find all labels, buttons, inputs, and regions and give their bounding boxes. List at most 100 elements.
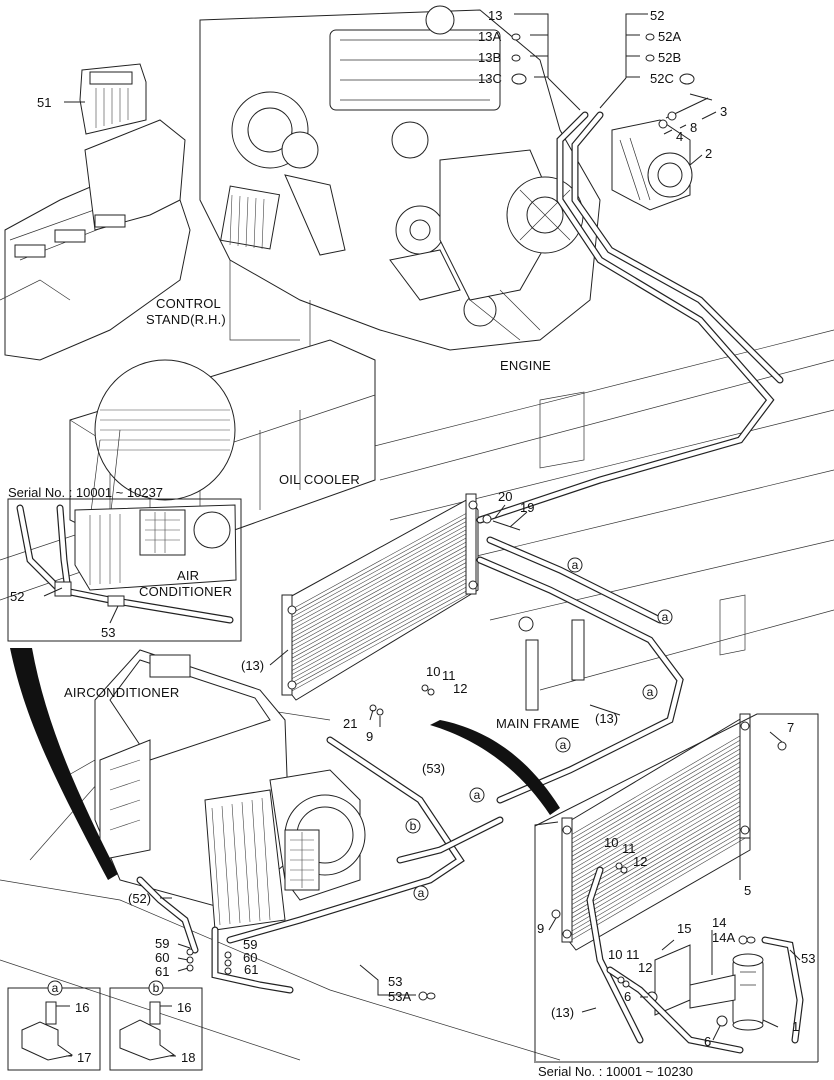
callout-21: 21 [343,716,357,731]
callout-10c: 10 [608,947,622,962]
callout-8: 8 [690,120,697,135]
callout-13-paren-bottom: (13) [551,1005,574,1020]
clamp-marker-b-circle [148,980,164,996]
clamp-marker-a-circle [469,787,485,803]
callout-6a: 6 [624,989,631,1004]
callout-11b: 11 [622,841,636,856]
clamp-detail-b [109,987,203,1071]
callout-13A: 13A [478,29,501,44]
callout-53: 53 [388,974,402,989]
condenser-inset [561,713,751,951]
engine-assembly [199,5,601,370]
control-stand [0,63,191,361]
serial-bottom: Serial No. : 10001 ~ 10230 [538,1064,693,1079]
callout-52A: 52A [658,29,681,44]
callout-61a: 61 [155,964,169,979]
callout-7: 7 [787,720,794,735]
callout-11: 11 [442,668,456,683]
callout-13C: 13C [478,71,502,86]
refrigerant-hoses [136,111,804,1054]
clamp-marker-a: a [560,738,567,752]
callout-60b: 60 [243,950,257,965]
callout-14: 14 [712,915,726,930]
callout-13B: 13B [478,50,501,65]
callout-59a: 59 [155,936,169,951]
callout-3: 3 [720,104,727,119]
callout-60a: 60 [155,950,169,965]
inset-box-early-serial [7,498,242,642]
clamp-detail-a [7,987,101,1071]
callout-13-paren-left: (13) [241,658,264,673]
callout-14A: 14A [712,930,735,945]
callout-16b: 16 [177,1000,191,1015]
clamp-marker-a: a [662,610,669,624]
callout-52: 52 [650,8,664,23]
callout-53-right: 53 [801,951,815,966]
label-main-frame: MAIN FRAME [496,716,580,731]
receiver-dryer-1 [646,944,764,1031]
callout-5: 5 [744,883,751,898]
callout-52B: 52B [658,50,681,65]
callout-53-paren: (53) [422,761,445,776]
callout-2: 2 [705,146,712,161]
condenser-center [281,493,479,701]
clamp-marker-a: a [418,886,425,900]
clamp-marker-a-circle [47,980,63,996]
compressor-2 [611,93,713,211]
serial-top: Serial No. : 10001 ~ 10237 [8,485,163,500]
clamp-marker-a-circle [413,885,429,901]
callout-12c: 12 [638,960,652,975]
callout-10: 10 [426,664,440,679]
detail-arrows [10,648,560,880]
callout-61b: 61 [244,962,258,977]
callout-13-paren-frame: (13) [595,711,618,726]
callout-52-inset: 52 [10,589,24,604]
callout-9: 9 [366,729,373,744]
callout-17: 17 [77,1050,91,1065]
callout-6b: 6 [704,1034,711,1049]
callout-52C: 52C [650,71,674,86]
air-conditioner-unit [94,649,366,931]
callout-53-inset: 53 [101,625,115,640]
callout-10b: 10 [604,835,618,850]
callout-1: 1 [792,1019,799,1034]
callout-20: 20 [498,489,512,504]
labels: 13 13A 13B 13C 52 52A 52B 52C 51 3 8 4 2… [8,8,815,1079]
clamp-marker-a-circle [555,737,571,753]
callout-13: 13 [488,8,502,23]
label-engine: ENGINE [500,358,551,373]
clamp-marker-b: b [410,819,417,833]
callout-16a: 16 [75,1000,89,1015]
callout-4: 4 [676,129,683,144]
label-air-conditioner-l1: AIR [177,568,199,583]
label-control-stand-l1: CONTROL [156,296,221,311]
callout-9b: 9 [537,921,544,936]
label-oil-cooler: OIL COOLER [279,472,360,487]
inset-frame-lines [534,713,819,1063]
label-airconditioner: AIRCONDITIONER [64,685,179,700]
leader-lines [43,13,801,1041]
controller-unit-51 [79,63,147,135]
callout-51: 51 [37,95,51,110]
clamp-marker-a: a [572,558,579,572]
clamp-marker-a: a [474,788,481,802]
label-control-stand-l2: STAND(R.H.) [146,312,226,327]
clamp-marker-a-circle [567,557,583,573]
callout-19: 19 [520,500,534,515]
callout-12: 12 [453,681,467,696]
label-air-conditioner-l2: CONDITIONER [139,584,232,599]
callout-12b: 12 [633,854,647,869]
hardware [186,514,787,1001]
clamp-marker-a: a [52,981,59,995]
clamp-marker-a-circle [657,609,673,625]
clamp-marker-b: b [153,981,160,995]
legend-symbols [426,33,756,1000]
clamp-marker-a-circle [642,684,658,700]
callout-52-paren: (52) [128,891,151,906]
callout-11c: 11 [626,947,640,962]
callout-15: 15 [677,921,691,936]
clamp-marker-b-circle [405,818,421,834]
